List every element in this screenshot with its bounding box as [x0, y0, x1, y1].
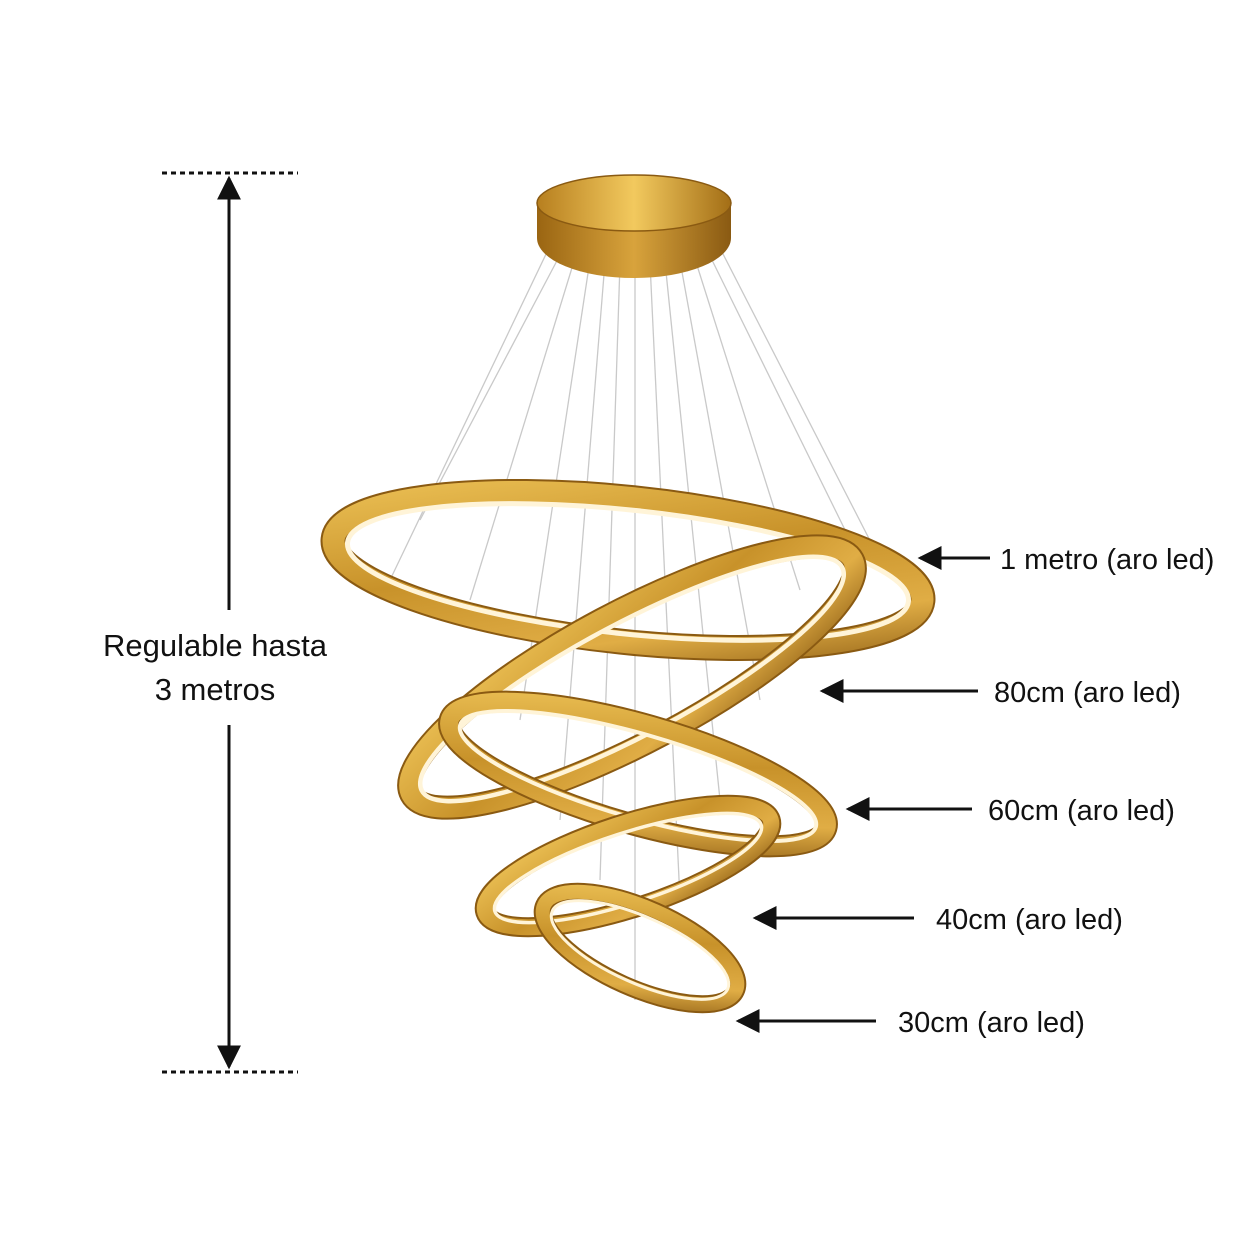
label-ring-80: 80cm (aro led): [994, 677, 1181, 709]
height-dimension: Regulable hasta 3 metros: [103, 171, 328, 1074]
ring-1m-shape: [320, 478, 936, 662]
height-note-line2: 3 metros: [155, 672, 276, 707]
label-ring-40: 40cm (aro led): [936, 904, 1123, 936]
label-ring-60: 60cm (aro led): [988, 795, 1175, 827]
ring-callouts: 1 metro (aro led) 80cm (aro led) 60cm (a…: [735, 544, 1214, 1039]
ring-30-shape: [533, 882, 747, 1014]
height-note-line1: Regulable hasta: [103, 628, 328, 663]
label-ring-1m: 1 metro (aro led): [1000, 544, 1214, 576]
ceiling-canopy: [536, 174, 732, 278]
label-ring-30: 30cm (aro led): [898, 1007, 1085, 1039]
ring-60-shape: [438, 690, 838, 858]
